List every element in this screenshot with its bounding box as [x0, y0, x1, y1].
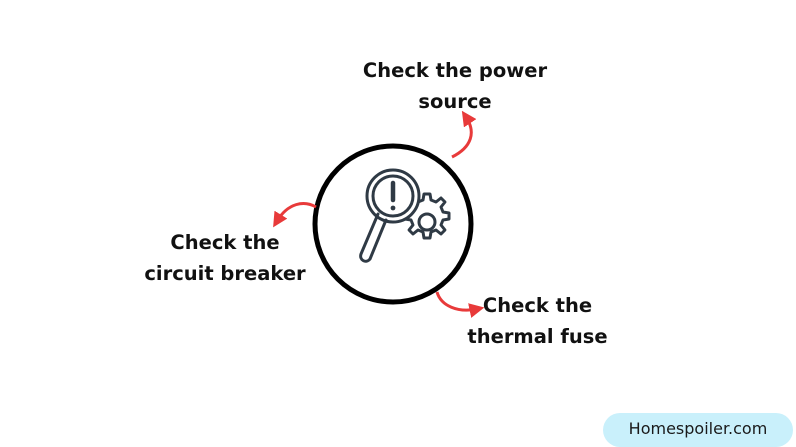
label-line: source	[418, 90, 492, 113]
label-line: thermal fuse	[467, 325, 608, 348]
arrow-to-thermal-fuse	[435, 291, 485, 318]
magnifier-exclamation-gear-icon	[359, 168, 451, 263]
magnifier-handle-icon	[359, 212, 388, 263]
label-line: Check the	[170, 231, 280, 254]
arrow-to-power-source	[451, 110, 477, 159]
watermark-badge: Homespoiler.com	[603, 413, 793, 447]
curved-arrow-icon	[273, 202, 317, 228]
curved-arrow-icon	[451, 110, 477, 159]
curved-arrow-icon	[435, 291, 485, 318]
label-check-circuit-breaker: Check the circuit breaker	[125, 227, 325, 289]
label-line: circuit breaker	[144, 262, 306, 285]
label-line: Check the power	[362, 59, 548, 82]
arrow-to-circuit-breaker	[273, 202, 317, 228]
center-circle	[312, 143, 474, 305]
label-check-power-source: Check the power source	[340, 55, 570, 117]
label-check-thermal-fuse: Check the thermal fuse	[440, 290, 635, 352]
label-line: Check the	[482, 294, 593, 317]
